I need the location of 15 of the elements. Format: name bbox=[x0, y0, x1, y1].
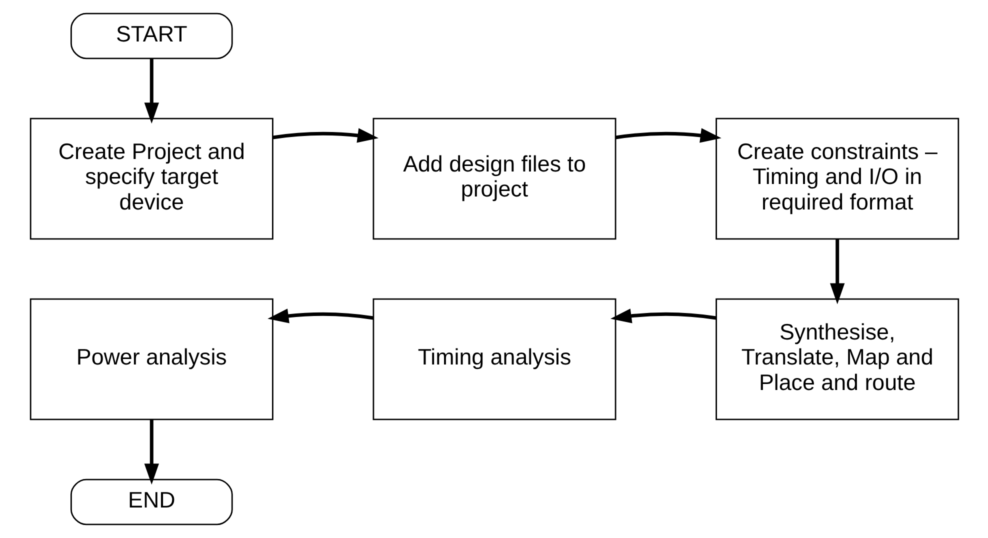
arrow bbox=[144, 58, 159, 124]
node-box: START bbox=[70, 12, 232, 60]
arrow bbox=[829, 239, 844, 304]
node-box: Power analysis bbox=[29, 298, 273, 420]
node-box: END bbox=[70, 478, 232, 526]
node-box: Create Project and specify target device bbox=[29, 118, 273, 240]
node-box: Synthesise, Translate, Map and Place and route bbox=[715, 298, 959, 420]
arrow bbox=[272, 128, 378, 143]
arrow bbox=[267, 308, 374, 324]
arrow bbox=[144, 420, 159, 485]
arrow bbox=[614, 128, 721, 143]
node-box: Add design files to project bbox=[372, 118, 616, 240]
arrow bbox=[610, 308, 716, 324]
node-box: Timing analysis bbox=[372, 298, 616, 420]
node-box: Create constraints – Timing and I/O in required format bbox=[715, 118, 959, 240]
